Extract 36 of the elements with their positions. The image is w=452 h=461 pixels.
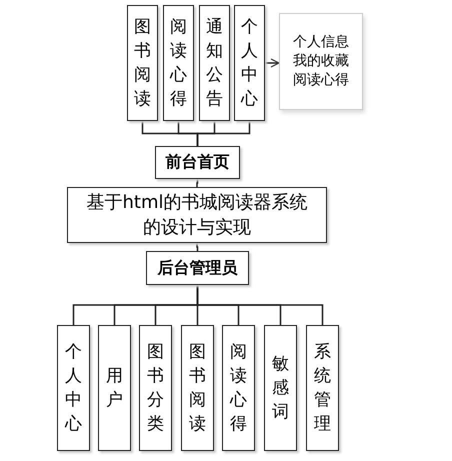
section-box: [155, 146, 240, 179]
module-box: [139, 325, 172, 451]
node-label: 后台管理员: [158, 258, 238, 278]
node-label: 敏感词: [272, 353, 290, 424]
module-box: [127, 5, 158, 121]
node-label: 图书分类: [146, 341, 164, 436]
node-label: 个人中心: [64, 341, 82, 436]
node-label: 我的收藏: [293, 52, 349, 71]
node-label: 图书阅读: [188, 341, 206, 436]
node-label: 阅读心得: [230, 341, 248, 436]
module-box: [199, 5, 230, 121]
node-label: 通知公告: [206, 16, 224, 111]
node-label: 阅读心得: [293, 71, 349, 90]
node-label: 基于html的书城阅读器系统的设计与实现: [85, 191, 308, 240]
node-label: 用户: [106, 365, 124, 412]
section-box: [146, 251, 249, 285]
node-label: 前台首页: [166, 152, 230, 173]
node-label: 个人信息: [293, 33, 349, 52]
node-label: 阅读心得: [170, 16, 188, 111]
module-box: [98, 325, 131, 451]
title-box: [67, 187, 327, 243]
node-label: 个人中心: [240, 16, 258, 111]
module-box: [234, 5, 265, 121]
info-box: [279, 13, 363, 110]
connector-line: [196, 179, 198, 187]
module-box: [264, 325, 297, 451]
module-box: [163, 5, 194, 121]
module-box: [181, 325, 214, 451]
module-box: [306, 325, 339, 451]
module-box: [57, 325, 90, 451]
arrow: [265, 58, 280, 68]
module-box: [222, 325, 255, 451]
connector-line: [196, 243, 198, 251]
node-label: 系统管理: [314, 341, 332, 436]
node-label: 图书阅读: [134, 16, 152, 111]
connector-line: [196, 121, 250, 146]
